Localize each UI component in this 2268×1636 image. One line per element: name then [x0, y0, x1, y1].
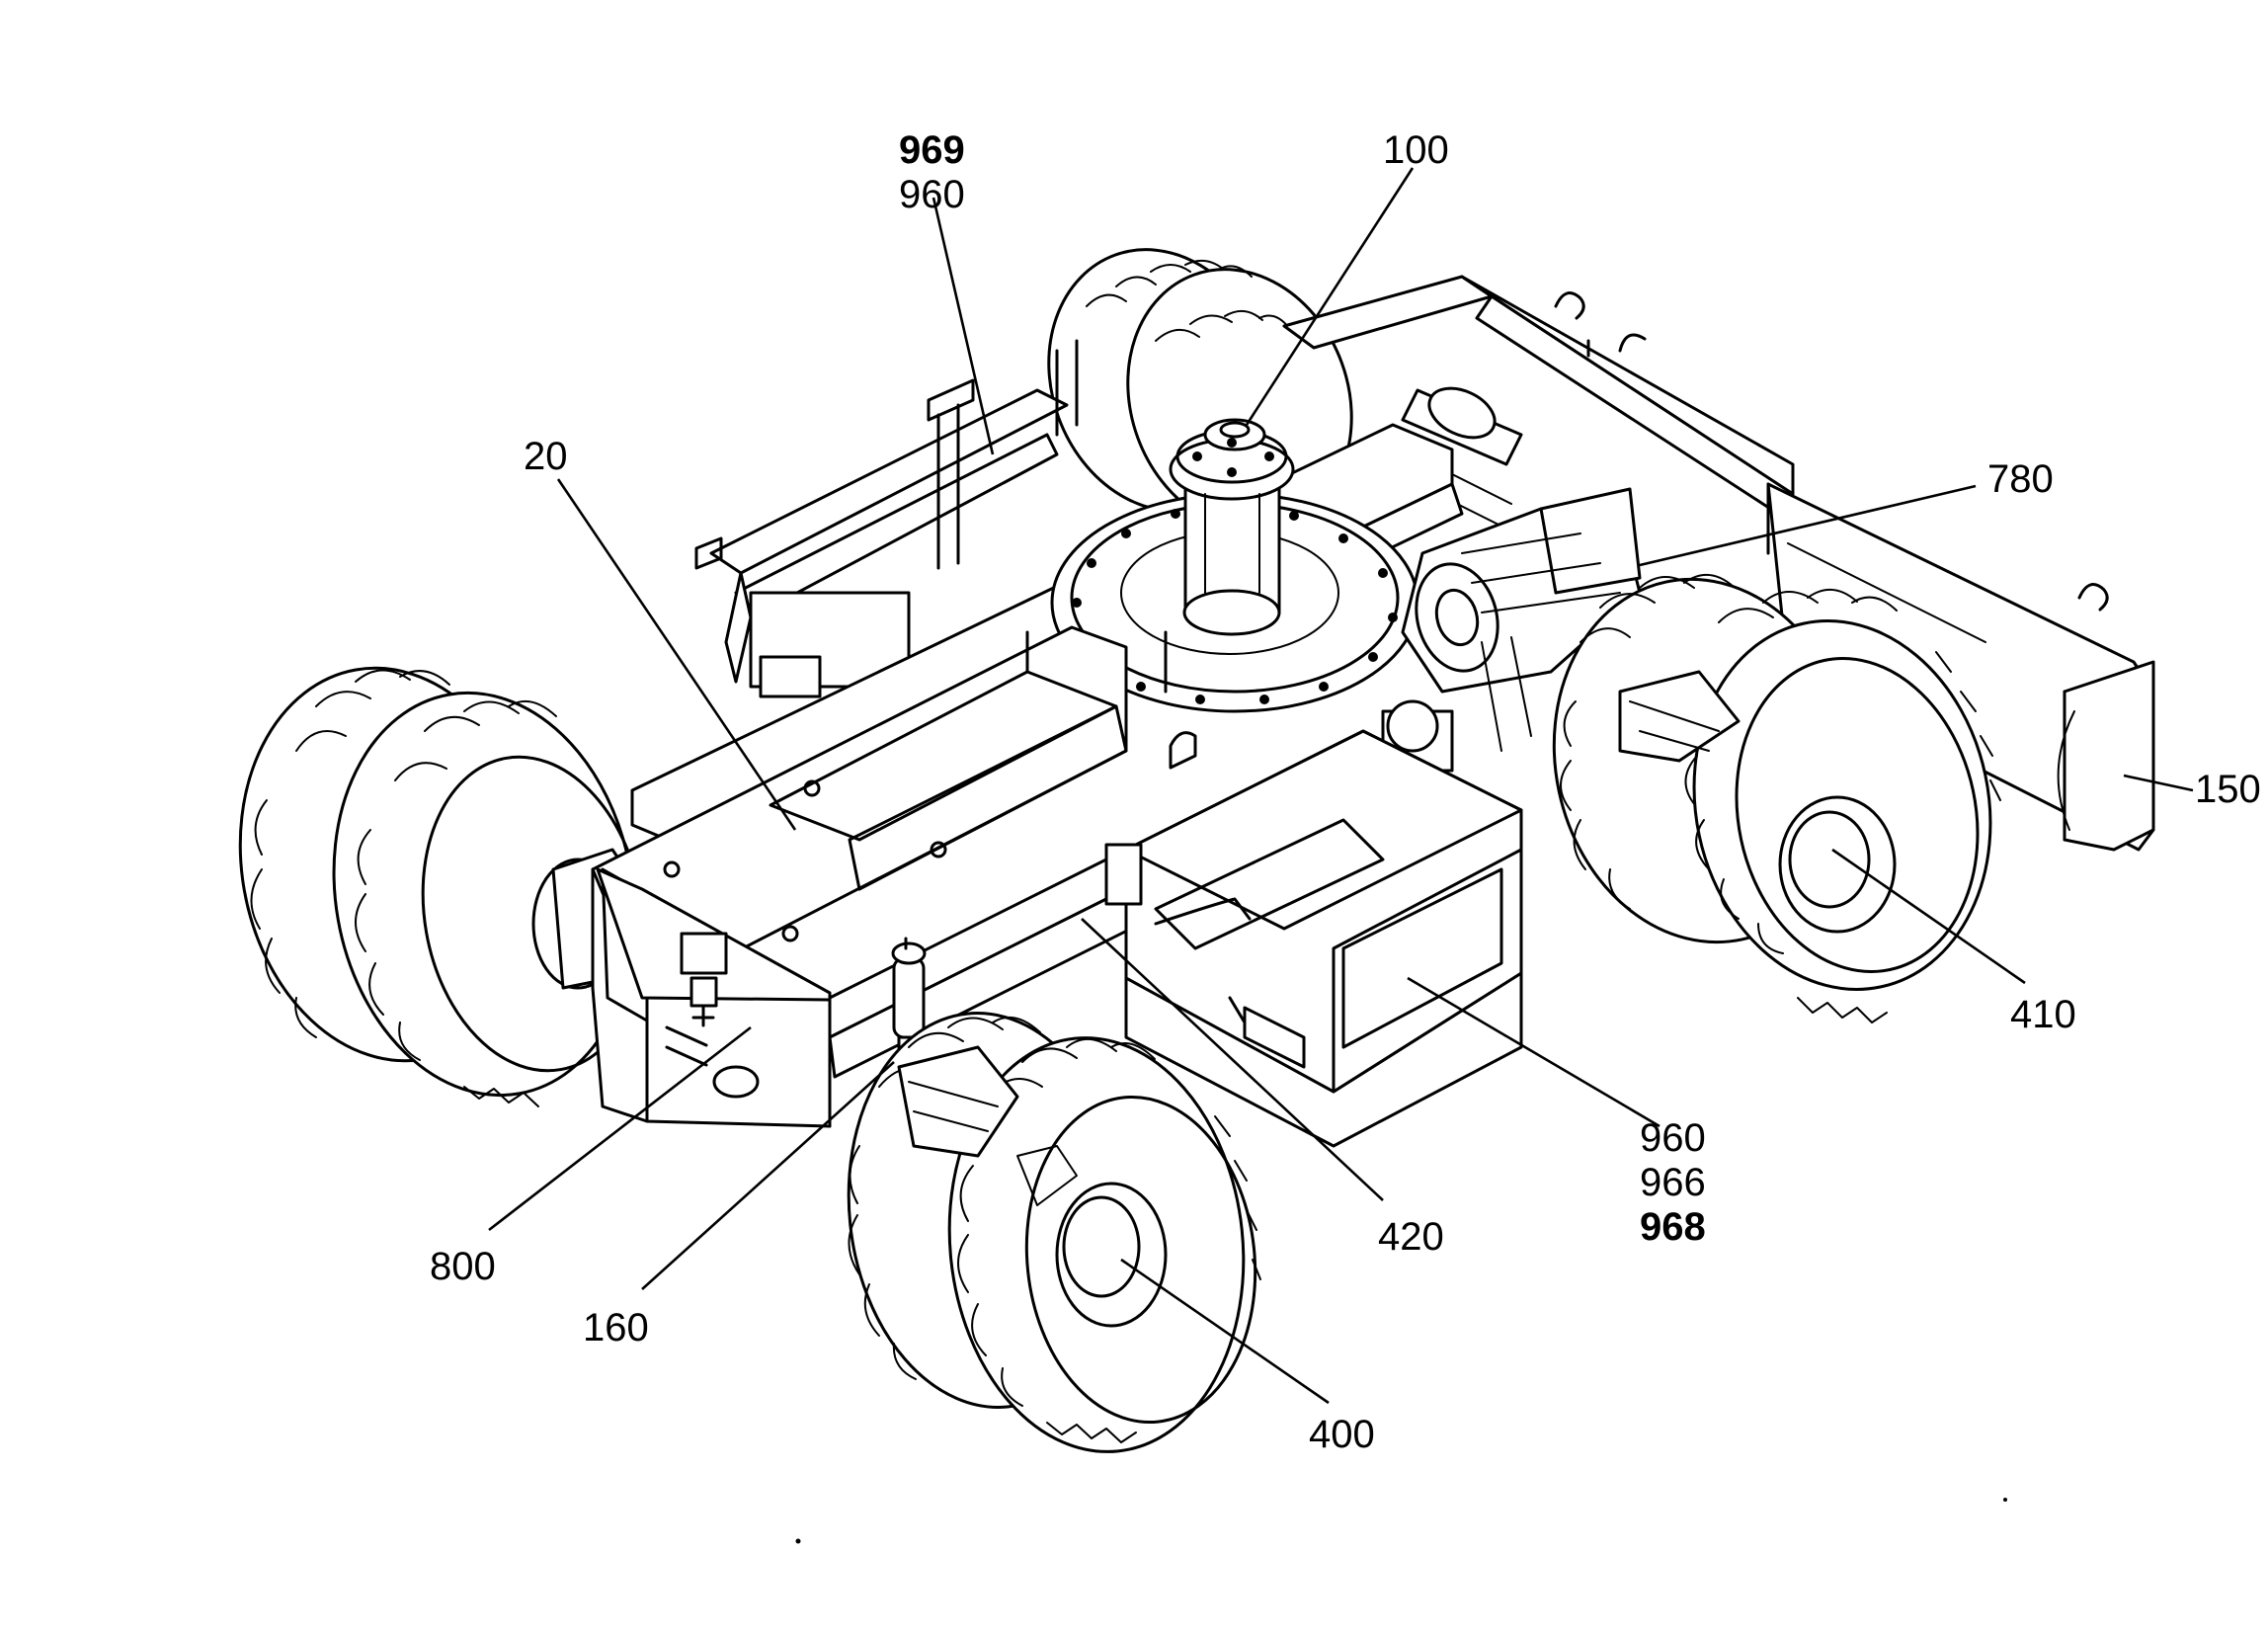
- callout-420: 420: [1378, 1215, 1444, 1259]
- leader-100: [1245, 167, 1415, 426]
- callout-960-bottom: 960: [1640, 1116, 1706, 1160]
- leader-410: [1831, 848, 2026, 985]
- rear-left-frame: [694, 339, 1079, 698]
- leader-lines: [488, 167, 2194, 1405]
- callout-400: 400: [1309, 1413, 1375, 1456]
- rear-frame-beam: [1282, 275, 2109, 612]
- front-right-wheels: [1552, 574, 2001, 1023]
- callout-966: 966: [1640, 1161, 1706, 1204]
- leader-969-960: [932, 197, 995, 455]
- callout-968: 968: [1640, 1205, 1706, 1249]
- tank-box: [1104, 729, 1523, 1148]
- leader-150: [2123, 774, 2194, 792]
- leader-960-966-968: [1407, 976, 1660, 1128]
- rear-box: [591, 867, 832, 1128]
- leader-800: [488, 1025, 752, 1232]
- rotary-joint: [1169, 418, 1295, 636]
- transmission: [1381, 487, 1642, 773]
- callout-800: 800: [430, 1245, 496, 1288]
- callout-labels: 969 960 100 20 780 150 410 960 966 968 4…: [430, 128, 2261, 1456]
- leader-20: [556, 478, 797, 831]
- callout-780: 780: [1987, 457, 2054, 501]
- callout-160: 160: [583, 1306, 649, 1350]
- callout-20: 20: [524, 435, 568, 478]
- dozer-blade: [1586, 333, 2155, 852]
- callout-150: 150: [2195, 768, 2261, 811]
- callout-960-top: 960: [899, 173, 965, 216]
- rear-right-wheels: [238, 666, 646, 1107]
- leader-400: [1120, 1258, 1330, 1405]
- front-left-wheels: [847, 1012, 1261, 1453]
- scan-specks: [795, 1498, 2007, 1544]
- callout-969: 969: [899, 128, 965, 172]
- leader-780: [1639, 484, 1977, 567]
- callout-410: 410: [2010, 993, 2076, 1036]
- hydraulic-cylinder: [1372, 386, 1523, 530]
- leader-420: [1081, 918, 1384, 1201]
- leader-160: [641, 1061, 895, 1290]
- callout-100: 100: [1383, 128, 1449, 172]
